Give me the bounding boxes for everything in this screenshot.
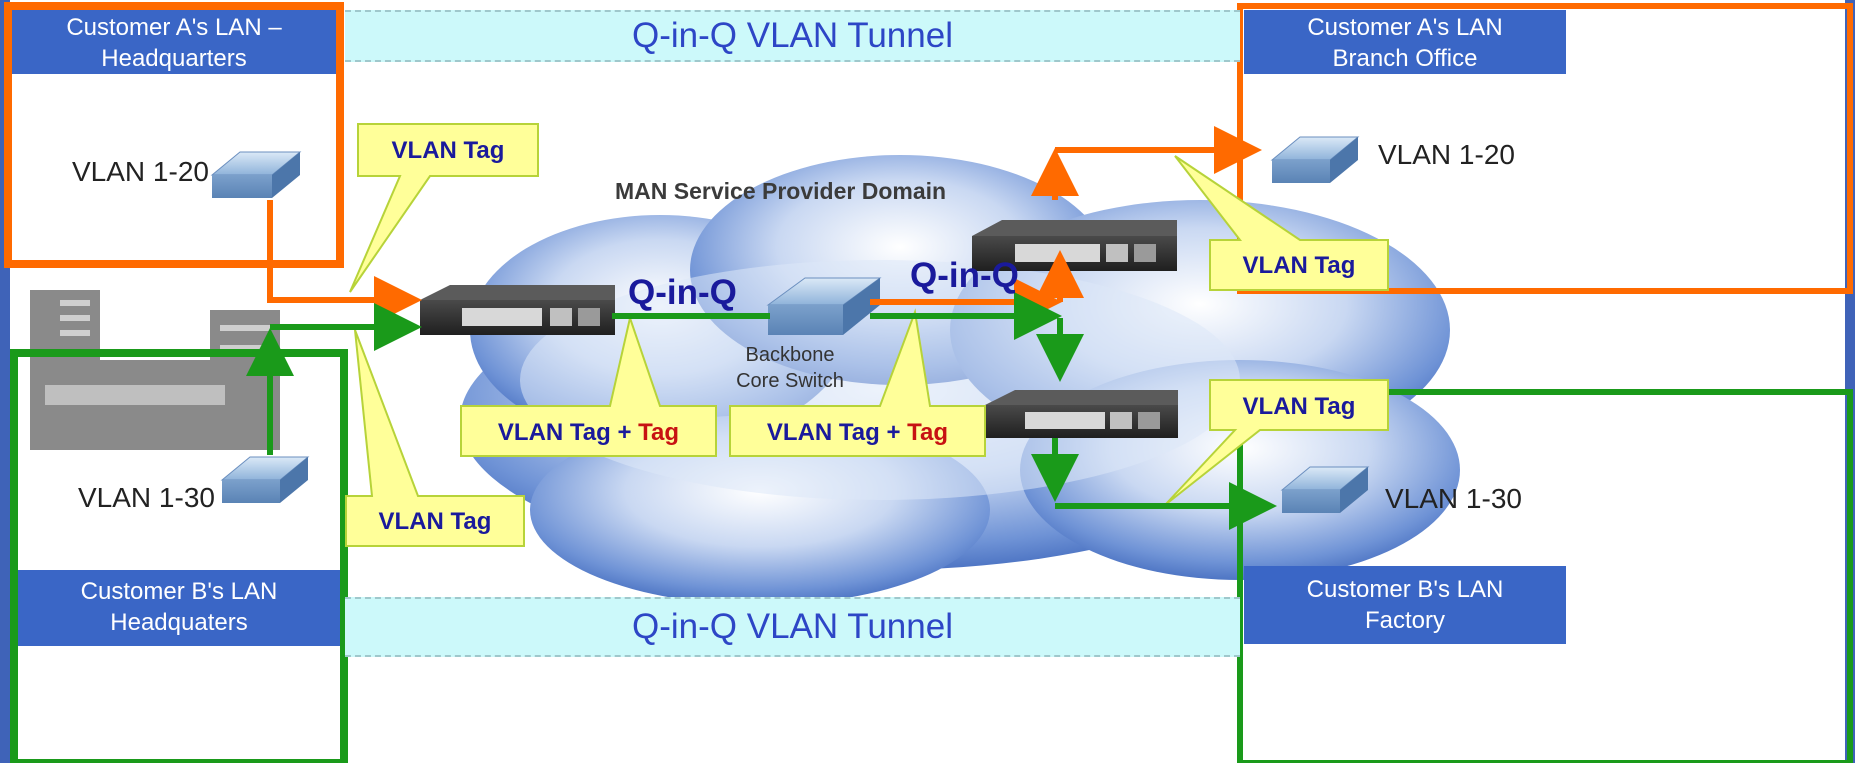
callout-vlan-tag-b-factory: [1164, 379, 1389, 506]
callout-plus-left-main: VLAN Tag +: [497, 419, 639, 446]
backbone-core-switch-icon: [766, 277, 882, 335]
header-b-hq-line2: Headquaters: [110, 609, 248, 636]
callout-vlan-tag-a-branch: [1174, 155, 1389, 291]
callout-text-b-hq: VLAN Tag: [378, 508, 492, 535]
callout-plus-left-red: Tag: [638, 419, 680, 446]
header-customer-a-branch: Customer A's LAN Branch Office: [1244, 10, 1566, 74]
tunnel-banner-top: Q-in-Q VLAN Tunnel: [345, 10, 1240, 62]
provider-edge-switch-left: [420, 285, 615, 335]
callout-text-b-factory: VLAN Tag: [1242, 393, 1356, 420]
tunnel-top-label: Q-in-Q VLAN Tunnel: [632, 16, 953, 55]
backbone-label-line1: Backbone: [745, 344, 835, 366]
backbone-label-line2: Core Switch: [736, 370, 844, 392]
header-customer-b-factory: Customer B's LAN Factory: [1244, 566, 1566, 644]
header-a-branch-line2: Branch Office: [1332, 45, 1478, 72]
callout-vlan-tag-b-hq: [345, 329, 525, 547]
callout-text-plus-right: VLAN Tag + Tag: [730, 419, 985, 447]
callout-plus-right-main: VLAN Tag +: [766, 419, 908, 446]
tunnel-banner-bottom: Q-in-Q VLAN Tunnel: [345, 597, 1240, 657]
customer-b-factory-border: [1237, 389, 1853, 763]
callout-plus-right-red: Tag: [907, 419, 949, 446]
header-a-hq-line1: Customer A's LAN –: [66, 14, 282, 41]
customer-b-hq-border: [10, 349, 348, 763]
header-b-factory-line1: Customer B's LAN: [1306, 576, 1504, 603]
header-customer-b-hq: Customer B's LAN Headquaters: [18, 570, 340, 646]
customer-a-hq-border: [4, 2, 344, 268]
header-b-hq-line1: Customer B's LAN: [80, 578, 278, 605]
callout-vlan-tag-plus-tag-right: [729, 308, 986, 457]
switch-icon-b-factory: [1280, 466, 1370, 513]
vlan-label-a-hq: VLAN 1-20: [72, 156, 209, 187]
callout-text-a-branch: VLAN Tag: [1242, 252, 1356, 279]
callout-vlan-tag-a-hq: [349, 123, 539, 293]
qinq-label-right: Q-in-Q: [910, 256, 1019, 295]
switch-icon-a-hq: [210, 151, 302, 198]
tunnel-bottom-label: Q-in-Q VLAN Tunnel: [632, 607, 953, 646]
callout-text-plus-left: VLAN Tag + Tag: [461, 419, 716, 447]
cloud-label: MAN Service Provider Domain: [615, 178, 947, 204]
switch-icon-a-branch: [1270, 136, 1360, 183]
header-a-branch-line1: Customer A's LAN: [1307, 14, 1503, 41]
customer-b-path: [246, 292, 1277, 530]
header-b-factory-line2: Factory: [1364, 607, 1445, 634]
qinq-label-left: Q-in-Q: [628, 273, 737, 312]
vlan-label-a-branch: VLAN 1-20: [1378, 139, 1515, 170]
callout-text-a-hq: VLAN Tag: [391, 137, 505, 164]
header-a-hq-line2: Headquarters: [101, 45, 247, 72]
backbone-label: Backbone Core Switch: [725, 342, 855, 394]
switch-icon-b-hq: [220, 456, 310, 503]
vlan-label-b-factory: VLAN 1-30: [1385, 483, 1522, 514]
provider-edge-switch-bottom-right: [985, 390, 1178, 438]
header-customer-a-hq: Customer A's LAN – Headquarters: [12, 10, 336, 74]
callout-vlan-tag-plus-tag-left: [460, 314, 717, 457]
vlan-label-b-hq: VLAN 1-30: [78, 482, 215, 513]
